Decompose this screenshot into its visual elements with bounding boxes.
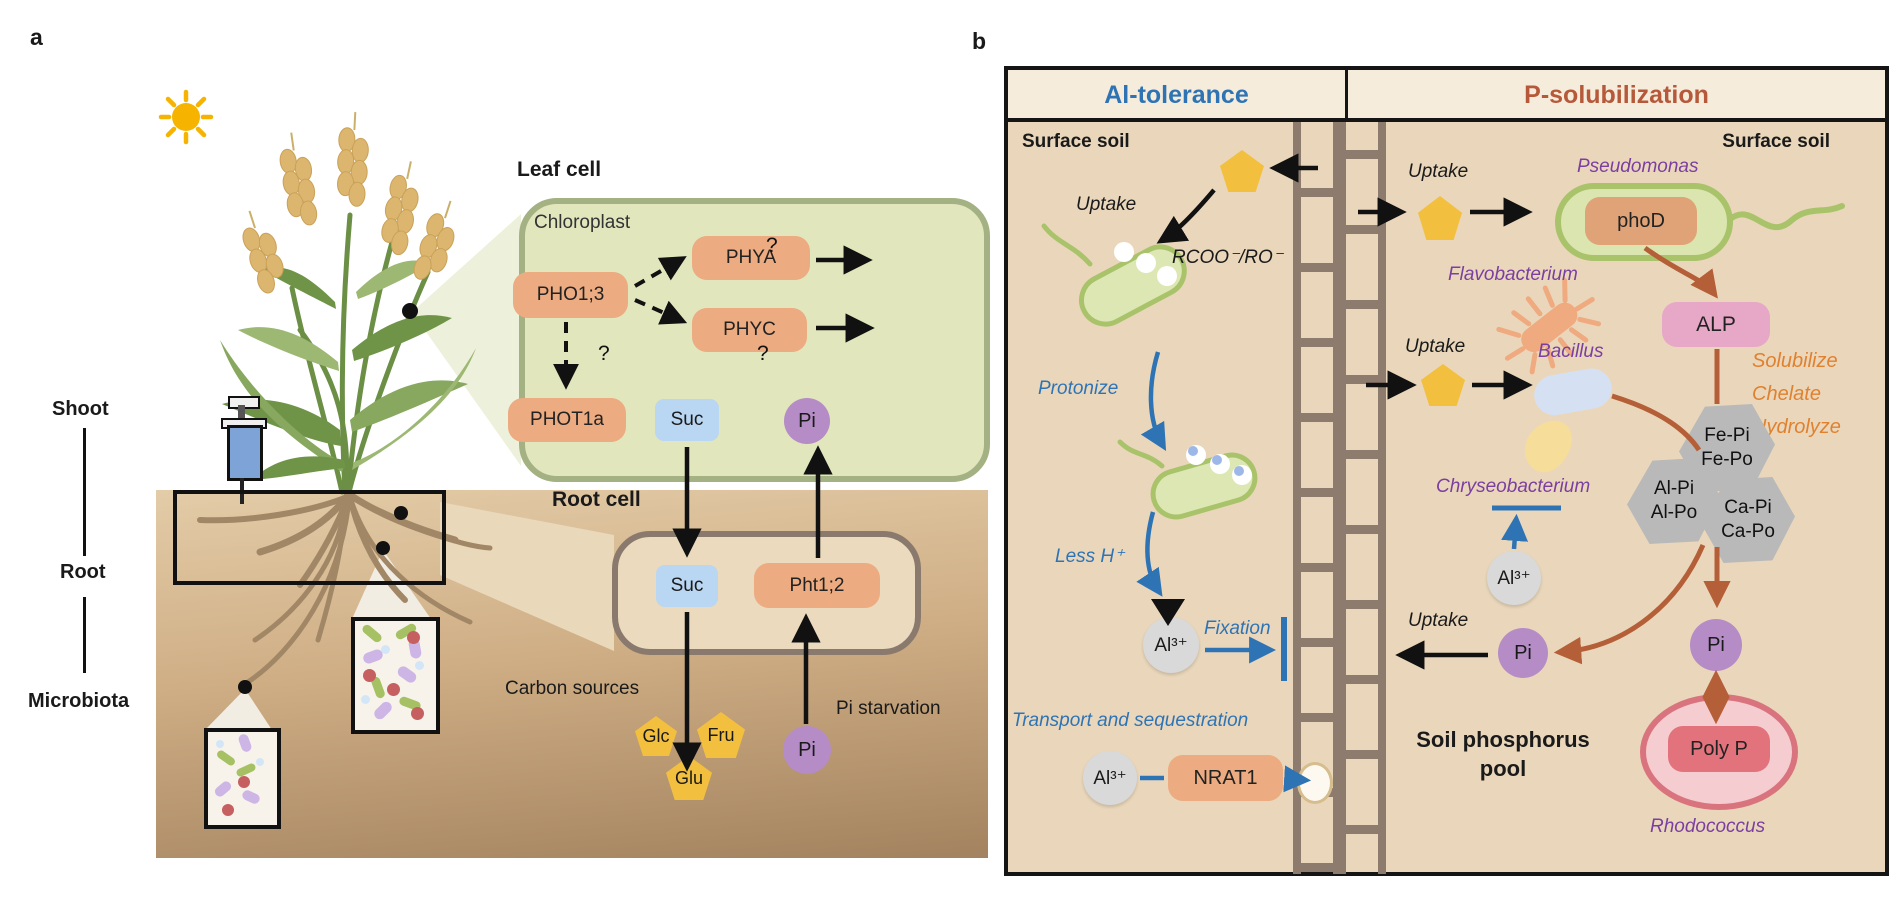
microbiota-inset-1 (351, 617, 440, 734)
mineral-label: Al-Pi (1653, 478, 1695, 500)
wheat-heads (242, 112, 455, 294)
question-mark-2: ? (757, 342, 769, 365)
root-wall (1293, 122, 1387, 874)
al-tolerance-header: Al-tolerance (1104, 80, 1249, 109)
microbiota-label: Microbiota (28, 690, 130, 712)
mineral-label: Al-Po (1650, 502, 1698, 523)
root-microbiota-line (83, 597, 86, 673)
al3-circle-1: Al³⁺ (1143, 617, 1199, 673)
less-h-label: Less H⁺ (1055, 546, 1125, 567)
suc-root-box: Suc (656, 565, 718, 607)
panel-b-header-divider (1345, 70, 1348, 122)
pi-circle-right: Pi (1690, 619, 1742, 671)
uptake-top-label: Uptake (1408, 161, 1469, 182)
surface-soil-left-label: Surface soil (1022, 131, 1130, 152)
mineral-label: Ca-Po (1721, 521, 1775, 542)
mineral-label: Fe-Pi (1704, 425, 1750, 447)
mineral-label: Ca-Pi (1724, 497, 1772, 519)
root-zone-rectangle (173, 490, 446, 585)
root-label: Root (60, 561, 106, 583)
rhodococcus-label: Rhodococcus (1650, 816, 1766, 837)
carbon-sources-label: Carbon sources (505, 678, 640, 699)
panel-b-header (1004, 66, 1889, 122)
pi-soil-circle: Pi (783, 726, 831, 774)
sun-icon (158, 89, 214, 145)
leaf-callout-dot (402, 303, 418, 319)
solubilize-label: Solubilize (1752, 350, 1838, 372)
shoot-label: Shoot (52, 398, 109, 420)
uptake-mid-label: Uptake (1405, 336, 1466, 357)
question-mark-1: ? (766, 234, 778, 257)
panel-a-label: a (30, 24, 43, 50)
shoot-root-line (83, 428, 86, 556)
phyc-pill: PHYC (692, 308, 807, 352)
root-wall-column-inner (1338, 122, 1386, 874)
pi-starvation-label: Pi starvation (836, 698, 941, 719)
polyp-pill: Poly P (1668, 726, 1770, 772)
suc-leaf-box: Suc (655, 399, 719, 441)
bacillus-label: Bacillus (1538, 341, 1604, 362)
al3-circle-2: Al³⁺ (1083, 751, 1137, 805)
soil-phosphorus-pool-label: Soil phosphorus pool (1416, 727, 1590, 781)
pho13-pill: PHO1;3 (513, 272, 628, 318)
chryseobacterium-label: Chryseobacterium (1436, 476, 1591, 497)
wall-transport-pore (1297, 762, 1333, 804)
pi-leaf-circle: Pi (784, 398, 830, 444)
uptake-bottom-label: Uptake (1408, 610, 1469, 631)
mineral-label: Fe-Po (1701, 449, 1753, 470)
phod-pill: phoD (1585, 197, 1697, 245)
al3-circle-3: Al³⁺ (1487, 551, 1541, 605)
protonize-label: Protonize (1038, 378, 1119, 399)
pseudomonas-label: Pseudomonas (1577, 156, 1699, 177)
leaf-cell-title: Leaf cell (517, 158, 602, 181)
root-cell-title: Root cell (552, 488, 641, 511)
pi-circle-left: Pi (1498, 628, 1548, 678)
nrat1-pill: NRAT1 (1168, 755, 1283, 801)
p-solubilization-header: P-solubilization (1524, 80, 1709, 109)
alp-pill: ALP (1662, 302, 1770, 347)
hydrolyze-label: Hydrolyze (1752, 416, 1841, 438)
phya-pill: PHYA (692, 236, 810, 280)
fixation-label: Fixation (1204, 618, 1271, 639)
microbiota-inset-2 (204, 728, 281, 829)
phot1a-pill: PHOT1a (508, 398, 626, 442)
chloroplast-label: Chloroplast (534, 212, 631, 233)
leaf-callout-wedge (412, 214, 521, 466)
pht12-pill: Pht1;2 (754, 563, 880, 608)
root-wall-column-outer (1293, 122, 1341, 874)
panel-b-label: b (972, 28, 987, 54)
flavobacterium-label: Flavobacterium (1448, 264, 1578, 285)
surface-soil-right-label: Surface soil (1722, 131, 1830, 152)
plant-stems (289, 212, 431, 495)
uptake-left-label: Uptake (1076, 194, 1137, 215)
chelate-label: Chelate (1752, 383, 1821, 405)
rcoo-label: RCOO⁻/RO⁻ (1172, 247, 1283, 268)
transport-label: Transport and sequestration (1012, 710, 1249, 731)
question-mark-3: ? (598, 342, 610, 365)
